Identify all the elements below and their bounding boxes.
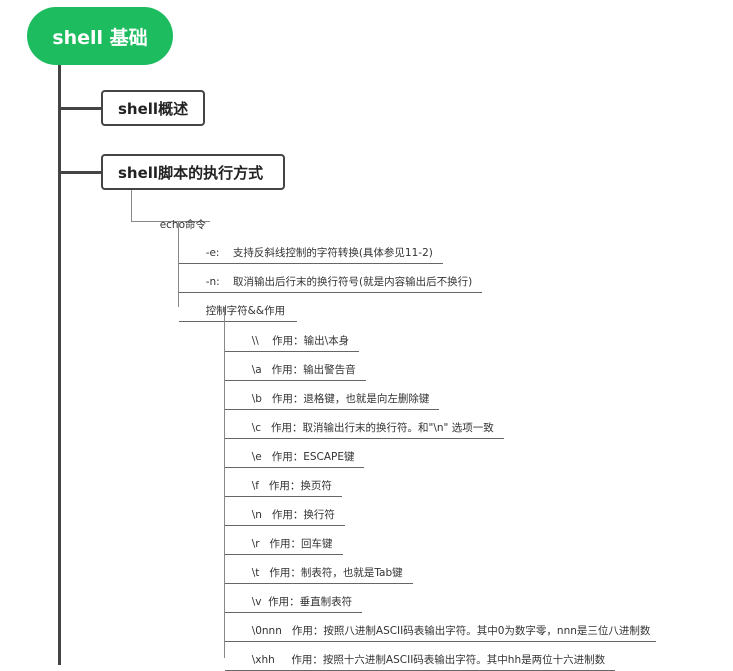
- topic-shell-overview[interactable]: shell概述: [101, 90, 205, 126]
- topic-shell-script-execution[interactable]: shell脚本的执行方式: [101, 154, 285, 190]
- option-label: 控制字符&&作用: [205, 305, 286, 317]
- control-char-label: \t 作用：制表符，也就是Tab键: [251, 567, 403, 579]
- option-e[interactable]: -e: 支持反斜线控制的字符转换(具体参见11-2): [179, 232, 443, 264]
- control-char-item[interactable]: \f 作用：换页符: [225, 465, 342, 497]
- control-char-label: \v 作用：垂直制表符: [251, 596, 353, 608]
- control-char-item[interactable]: \a 作用：输出警告音: [225, 349, 366, 381]
- control-char-item[interactable]: \0nnn 作用：按照八进制ASCII码表输出字符。其中0为数字零，nnn是三位…: [225, 610, 657, 642]
- control-char-label: \e 作用：ESCAPE键: [251, 451, 355, 463]
- echo-branch-line: [131, 190, 132, 222]
- control-char-item[interactable]: \r 作用：回车键: [225, 523, 343, 555]
- echo-options-line: [178, 221, 179, 307]
- control-chars-line: [224, 307, 225, 658]
- control-char-item[interactable]: \n 作用：换行符: [225, 494, 345, 526]
- topic-connector-line: [58, 171, 102, 174]
- control-char-label: \0nnn 作用：按照八进制ASCII码表输出字符。其中0为数字零，nnn是三位…: [251, 625, 651, 637]
- option-n[interactable]: -n: 取消输出后行末的换行符号(就是内容输出后不换行): [179, 261, 483, 293]
- control-char-label: \f 作用：换页符: [251, 480, 332, 492]
- control-char-label: \c 作用：取消输出行末的换行符。和"\n" 选项一致: [251, 422, 494, 434]
- root-topic[interactable]: shell 基础: [27, 7, 173, 65]
- control-char-label: \a 作用：输出警告音: [251, 364, 356, 376]
- control-char-item[interactable]: \e 作用：ESCAPE键: [225, 436, 365, 468]
- topic-connector-line: [58, 107, 102, 110]
- topic-label: shell概述: [118, 99, 189, 118]
- main-trunk-line: [58, 62, 61, 665]
- echo-underline: [131, 221, 210, 222]
- control-char-label: \n 作用：换行符: [251, 509, 335, 521]
- control-char-item[interactable]: \t 作用：制表符，也就是Tab键: [225, 552, 413, 584]
- option-label: -e: 支持反斜线控制的字符转换(具体参见11-2): [205, 247, 433, 259]
- control-char-label: \r 作用：回车键: [251, 538, 333, 550]
- control-char-item[interactable]: \c 作用：取消输出行末的换行符。和"\n" 选项一致: [225, 407, 504, 439]
- control-char-label: \\ 作用：输出\本身: [251, 335, 350, 347]
- option-control-chars[interactable]: 控制字符&&作用: [179, 290, 298, 322]
- root-topic-label: shell 基础: [52, 26, 148, 49]
- subtopic-echo-command[interactable]: echo命令: [133, 204, 216, 235]
- topic-label: shell脚本的执行方式: [118, 163, 264, 182]
- subtopic-label: echo命令: [159, 219, 206, 231]
- control-char-item[interactable]: \xhh 作用：按照十六进制ASCII码表输出字符。其中hh是两位十六进制数: [225, 639, 616, 671]
- option-label: -n: 取消输出后行末的换行符号(就是内容输出后不换行): [205, 276, 473, 288]
- control-char-item[interactable]: \b 作用：退格键，也就是向左删除键: [225, 378, 440, 410]
- control-char-item[interactable]: \\ 作用：输出\本身: [225, 320, 360, 352]
- control-char-label: \b 作用：退格键，也就是向左删除键: [251, 393, 430, 405]
- control-char-label: \xhh 作用：按照十六进制ASCII码表输出字符。其中hh是两位十六进制数: [251, 654, 606, 666]
- control-char-item[interactable]: \v 作用：垂直制表符: [225, 581, 363, 613]
